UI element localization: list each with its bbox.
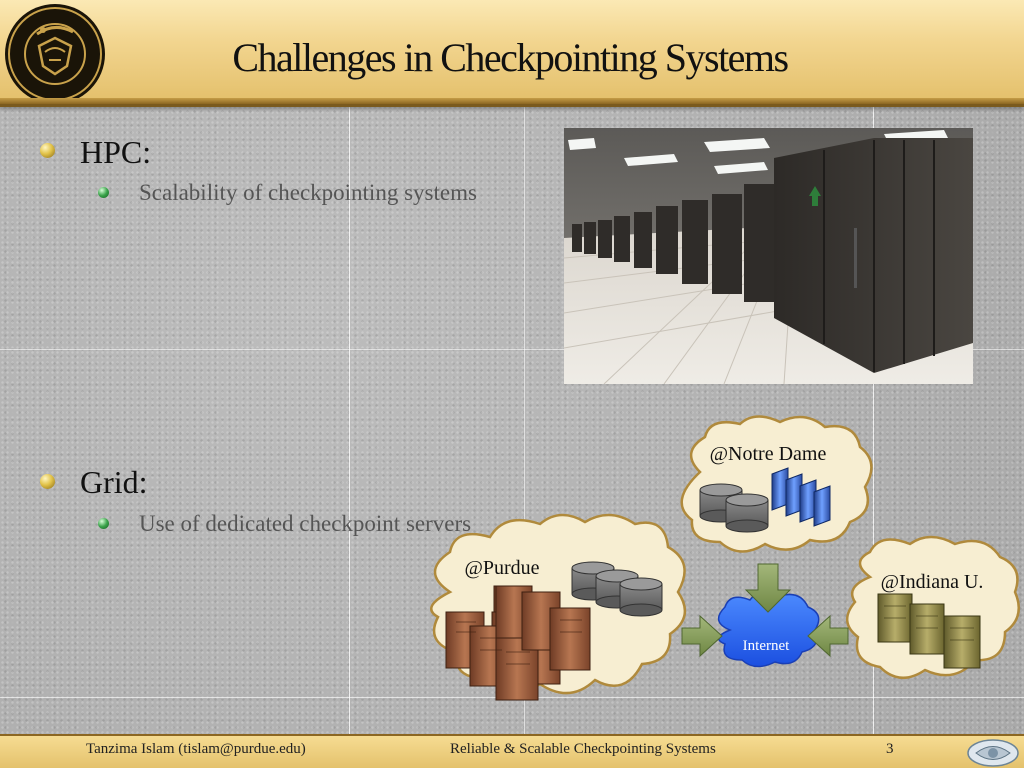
grid-line xyxy=(873,104,874,734)
sub-bullet-hpc: Scalability of checkpointing systems xyxy=(139,180,477,205)
arrow-notre-dame-to-internet xyxy=(744,563,792,613)
notre-dame-server-icon xyxy=(771,467,831,527)
bullet-marker xyxy=(40,143,55,158)
indiana-server-icon xyxy=(877,593,981,669)
notre-dame-label: @Notre Dame xyxy=(710,443,827,465)
arrow-purdue-to-internet xyxy=(681,614,723,658)
bullet-marker xyxy=(40,474,55,489)
notre-dame-storage-icon xyxy=(699,483,769,533)
sub-bullet-grid: Use of dedicated checkpoint servers xyxy=(139,511,472,536)
slide-footer: Tanzima Islam (tislam@purdue.edu) Reliab… xyxy=(0,734,1024,768)
indiana-label: @Indiana U. xyxy=(881,571,984,593)
bullet-hpc: HPC: xyxy=(80,134,152,170)
purdue-university-seal-icon xyxy=(5,4,105,104)
sub-bullet-marker xyxy=(98,187,109,198)
footer-author: Tanzima Islam (tislam@purdue.edu) xyxy=(86,741,306,757)
page-title: Challenges in Checkpointing Systems xyxy=(232,35,789,80)
arrow-indiana-to-internet xyxy=(807,614,849,658)
footer-title: Reliable & Scalable Checkpointing System… xyxy=(450,741,716,757)
page-number: 3 xyxy=(886,741,894,757)
grid-line xyxy=(349,104,350,734)
dcsl-logo-icon xyxy=(967,739,1019,767)
purdue-server-icon xyxy=(445,585,591,701)
bullet-grid: Grid: xyxy=(80,464,148,500)
purdue-label: @Purdue xyxy=(464,557,539,579)
grid-line xyxy=(524,104,525,734)
purdue-storage-icon xyxy=(571,561,663,617)
internet-label: Internet xyxy=(743,638,790,654)
sub-bullet-marker xyxy=(98,518,109,529)
grid-line xyxy=(0,349,1024,350)
grid-network-diagram: @Notre Dame @Purdue @Indiana U. Internet xyxy=(430,415,1020,701)
supercomputer-photo xyxy=(564,128,973,384)
slide-header: Challenges in Checkpointing Systems xyxy=(0,0,1024,107)
